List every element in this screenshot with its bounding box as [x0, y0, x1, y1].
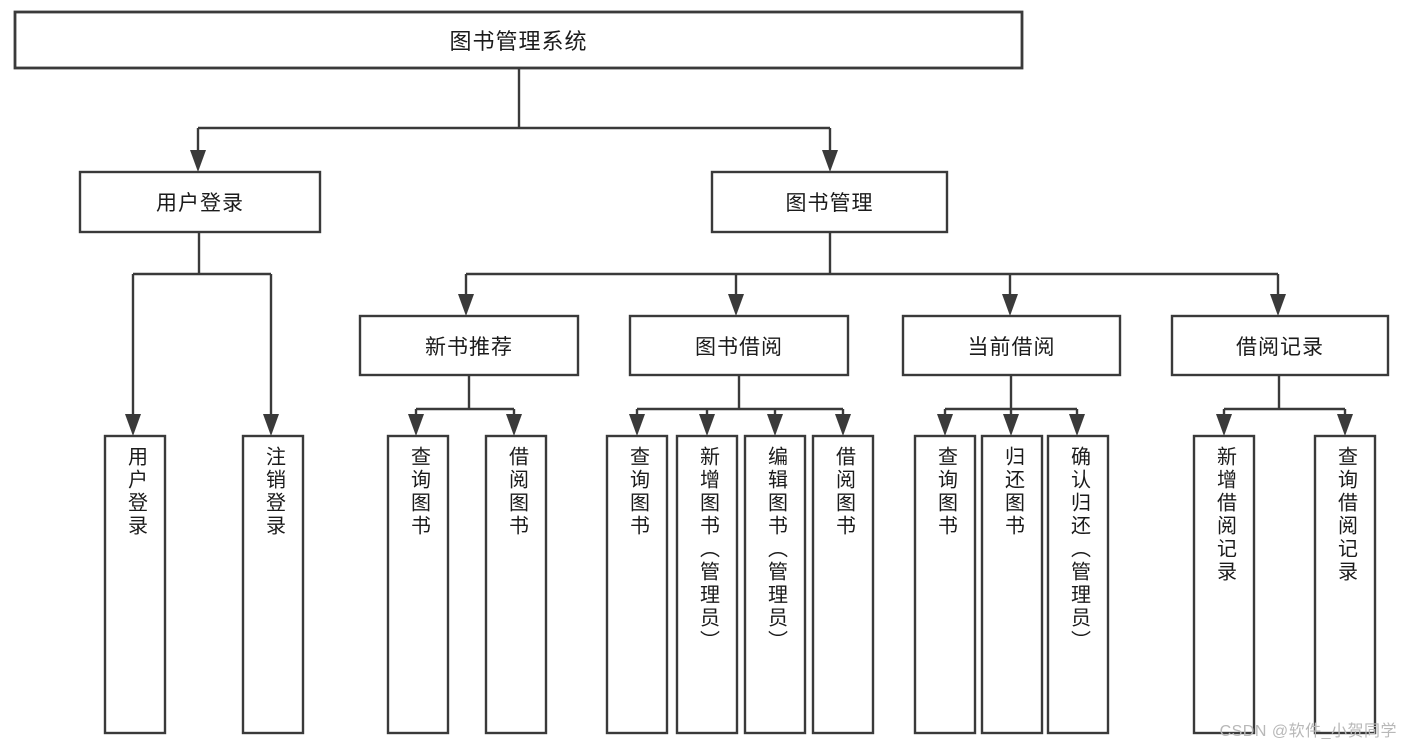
connector-group-c-record-bus: [1216, 375, 1353, 436]
arrow-head-icon: [835, 414, 851, 436]
arrow-head-icon: [767, 414, 783, 436]
node-level2-box[interactable]: [710, 170, 949, 234]
node-level3-box[interactable]: [901, 314, 1122, 377]
arrow-head-icon: [1069, 414, 1085, 436]
arrow-head-icon: [937, 414, 953, 436]
node-level2-box[interactable]: [78, 170, 322, 234]
arrow-head-icon: [190, 150, 206, 172]
arrow-head-icon: [1002, 294, 1018, 316]
node-leaf-box[interactable]: [743, 434, 807, 735]
node-level3-box[interactable]: [1170, 314, 1390, 377]
node-level3-box[interactable]: [628, 314, 850, 377]
node-leaf-box[interactable]: [605, 434, 669, 735]
node-leaf-box[interactable]: [1313, 434, 1377, 735]
connector-group-c-root-bus: [190, 68, 838, 172]
arrow-head-icon: [125, 414, 141, 436]
node-leaf-box[interactable]: [103, 434, 167, 735]
node-leaf-box[interactable]: [913, 434, 977, 735]
node-leaf-box[interactable]: [675, 434, 739, 735]
node-root-box[interactable]: [13, 10, 1024, 70]
node-leaf-box[interactable]: [386, 434, 450, 735]
arrow-head-icon: [699, 414, 715, 436]
arrow-head-icon: [506, 414, 522, 436]
arrow-head-icon: [1216, 414, 1232, 436]
node-leaf-box[interactable]: [1192, 434, 1256, 735]
node-leaf-box[interactable]: [811, 434, 875, 735]
watermark-text: CSDN @软件_小贺同学: [1219, 723, 1397, 740]
arrow-head-icon: [263, 414, 279, 436]
arrow-head-icon: [728, 294, 744, 316]
arrow-head-icon: [408, 414, 424, 436]
arrow-head-icon: [1337, 414, 1353, 436]
connector-group-c-userlogin-bus: [125, 232, 279, 436]
connector-group-c-bookmanage-bus: [458, 232, 1286, 316]
node-leaf-box[interactable]: [980, 434, 1044, 735]
arrow-head-icon: [1003, 414, 1019, 436]
arrow-head-icon: [822, 150, 838, 172]
node-level3-box[interactable]: [358, 314, 580, 377]
node-leaf-box[interactable]: [484, 434, 548, 735]
node-leaf-box[interactable]: [1046, 434, 1110, 735]
connector-group-c-current-bus: [937, 375, 1085, 436]
arrow-head-icon: [1270, 294, 1286, 316]
node-leaf-box[interactable]: [241, 434, 305, 735]
connector-group-c-recommend-bus: [408, 375, 522, 436]
arrow-head-icon: [458, 294, 474, 316]
arrow-head-icon: [629, 414, 645, 436]
connector-group-c-borrow-bus: [629, 375, 851, 436]
